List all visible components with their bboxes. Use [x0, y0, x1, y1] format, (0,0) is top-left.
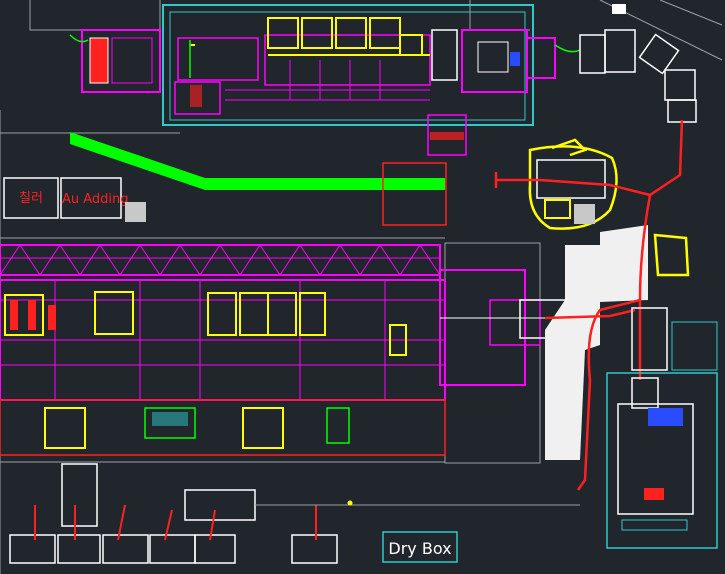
dry-box-label: Dry Box — [388, 539, 451, 558]
korean-label: 칠러 — [19, 191, 43, 206]
yellow-dot — [347, 500, 353, 506]
red-markup-lines — [494, 119, 684, 491]
green-conveyor — [70, 132, 445, 190]
gray-square-right — [574, 204, 595, 224]
gray-square-left — [125, 202, 146, 222]
white-floor-area — [545, 225, 648, 460]
au-adding-box — [60, 177, 122, 219]
right-control-panel — [606, 307, 718, 549]
top-right-robot — [579, 0, 723, 123]
top-machine-block — [69, 4, 581, 156]
au-adding-label: Au Adding — [62, 192, 129, 207]
dry-box-frame — [382, 531, 458, 563]
top-right-marker — [612, 4, 626, 14]
korean-label-box — [3, 177, 59, 219]
main-process-line — [0, 244, 446, 456]
bottom-units — [9, 463, 580, 564]
red-outline-box — [382, 162, 447, 226]
